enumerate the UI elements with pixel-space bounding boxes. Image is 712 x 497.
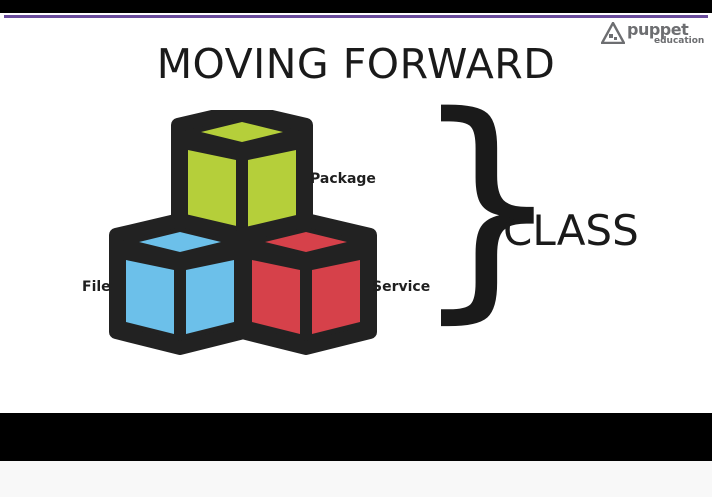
cube-stack-diagram [109,110,377,355]
logo-word: puppet [627,20,689,39]
puppet-education-logo: puppet education [601,20,711,50]
puppet-logo-icon [601,22,625,44]
file-cube [109,213,251,355]
file-label: File [82,279,111,295]
curly-brace: } [411,64,564,344]
logo-subtitle: education [654,36,705,46]
bottom-black-bar [0,413,712,461]
purple-accent-line [4,15,708,18]
service-cube [235,213,377,355]
package-label: Package [310,171,376,187]
bottom-strip [0,461,712,497]
top-black-bar [0,0,712,13]
service-label: Service [372,279,431,295]
slide-title: MOVING FORWARD [156,40,556,88]
class-label: CLASS [503,206,639,255]
